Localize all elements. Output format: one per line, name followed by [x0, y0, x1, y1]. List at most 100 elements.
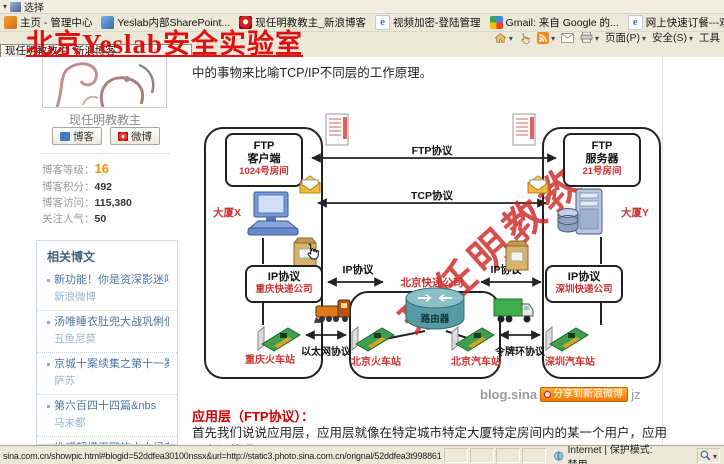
- dropdown-caret-icon: [595, 32, 599, 44]
- sina-blog-icon: [239, 15, 253, 29]
- favorite-item[interactable]: Gmail: 来自 Google 的...: [489, 15, 619, 30]
- share-to-weibo-button[interactable]: 分享到新浪微博: [540, 387, 629, 402]
- ip-left-line: IP协议: [267, 271, 301, 283]
- google-icon: [489, 15, 503, 29]
- weibo-button[interactable]: 微博: [110, 127, 160, 145]
- intro-text: 中的事物来比喻TCP/IP不同层的工作原理。: [192, 66, 433, 80]
- train-icon: [314, 297, 352, 325]
- snapshot-toolbar: 选择: [0, 0, 724, 14]
- favorite-label: 视频加密-登陆管理: [393, 16, 481, 29]
- dropdown-caret-icon: [551, 32, 555, 44]
- hand-tool-button[interactable]: [519, 32, 531, 44]
- paragraph-line: 首先我们说说应用层，应用层就像在特定城市特定大厦特定房间内的某一个用户，应用层之…: [192, 426, 668, 445]
- read-mail-button[interactable]: [560, 32, 574, 43]
- ftp-server-room: 21号房间: [582, 166, 622, 177]
- ftp-server-line: FTP: [591, 140, 613, 152]
- beijing-express-label: 北京快递公司: [400, 277, 464, 289]
- stat-row: 博客等级：16: [42, 161, 182, 177]
- select-tool-label[interactable]: 选择: [24, 3, 45, 14]
- page-menu-button[interactable]: 页面(P): [605, 30, 646, 45]
- tcp-protocol-label: TCP协议: [411, 190, 453, 202]
- status-cell: [444, 448, 468, 463]
- favorite-label: 主页 - 管理中心: [20, 16, 93, 29]
- dropdown-caret-icon[interactable]: [3, 1, 7, 12]
- favorite-label: Yeslab内部SharePoint...: [117, 16, 231, 29]
- status-zone: Internet | 保护模式: 禁用: [548, 441, 660, 464]
- truck-icon: [492, 295, 534, 325]
- related-post-title[interactable]: 汤唯睡衣肚兜大战巩俐低胸爆乳: [47, 316, 169, 329]
- profile-name: 现任明教教主: [68, 113, 141, 127]
- tools-menu-label: 工具: [699, 32, 720, 44]
- dropdown-caret-icon: [642, 32, 646, 44]
- stat-row: 关注人气：50: [42, 211, 182, 226]
- ip-left-box: IP协议 重庆快递公司: [245, 265, 323, 303]
- printer-icon: [580, 32, 593, 43]
- related-post[interactable]: 京城十案续集之第十一案 &a萨苏: [37, 353, 177, 395]
- hand-cursor-icon: [304, 243, 321, 261]
- nic-icon: [256, 320, 302, 352]
- favorite-item[interactable]: 现任明教教主_新浪博客: [239, 15, 366, 30]
- related-post-author: 马未都: [54, 417, 86, 429]
- nic-icon: [544, 320, 590, 352]
- profile-image[interactable]: [42, 57, 167, 108]
- envelope-icon: [298, 175, 322, 195]
- watermark-tail: jz: [631, 387, 641, 402]
- related-post[interactable]: 新功能！你是资深影迷吗？ 新浪微博: [37, 269, 177, 311]
- ie-icon: [627, 14, 643, 30]
- globe-icon: [554, 450, 564, 461]
- stat-label: 博客积分：: [42, 181, 95, 193]
- nic-icon: [450, 320, 496, 352]
- home-button[interactable]: [494, 32, 513, 44]
- ftp-protocol-label: FTP协议: [411, 145, 453, 157]
- favorite-item[interactable]: Yeslab内部SharePoint...: [101, 15, 230, 30]
- related-post-title[interactable]: 新功能！你是资深影迷吗？: [47, 274, 169, 287]
- favorites-bar: 主页 - 管理中心 Yeslab内部SharePoint... 现任明教教主_新…: [0, 13, 724, 32]
- related-post-author: 新浪微博: [54, 291, 96, 303]
- weibo-button-label: 微博: [131, 130, 152, 143]
- stat-row: 博客积分：492: [42, 179, 182, 194]
- favorite-item[interactable]: 网上快速订餐---欢迎您...: [627, 14, 724, 30]
- favorite-label: 网上快速订餐---欢迎您...: [645, 16, 724, 29]
- hand-icon: [519, 32, 531, 44]
- ip-right-box: IP协议 深圳快递公司: [545, 265, 623, 303]
- section-heading: 应用层（FTP协议）：: [192, 409, 315, 424]
- tools-menu-button[interactable]: 工具: [699, 30, 720, 45]
- router-label: 路由器: [420, 314, 450, 325]
- favorite-item[interactable]: 主页 - 管理中心: [4, 15, 92, 30]
- blog-button-label: 博客: [73, 130, 94, 143]
- safety-menu-button[interactable]: 安全(S): [652, 30, 693, 45]
- related-post[interactable]: 汤唯睡衣肚兜大战巩俐低胸爆乳丑鱼尼莫: [37, 311, 177, 353]
- dropdown-caret-icon: [713, 451, 717, 461]
- router-icon: 路由器: [404, 285, 466, 333]
- page-menu-label: 页面(P): [604, 32, 640, 44]
- blog-button[interactable]: 博客: [52, 127, 102, 145]
- related-post-title[interactable]: 第六百四十四篇&nbs: [47, 400, 169, 413]
- document-icon: [325, 113, 351, 147]
- related-post-title[interactable]: 性感超模王璐的十大经典造型（: [47, 442, 169, 444]
- page-content: 现任明教教主 博客 微博 博客等级：16 博客积分：492 博客访问：115,3…: [0, 57, 724, 445]
- divider: [40, 153, 170, 154]
- package-icon: [504, 240, 530, 272]
- related-post[interactable]: 性感超模王璐的十大经典造型（马香记: [37, 437, 177, 444]
- related-post[interactable]: 第六百四十四篇&nbs 马未都: [37, 395, 177, 437]
- ftp-diagram: 现任明教教主 FTP 客户端 1024号房间 FTP 服务器 21号房间 FTP…: [192, 85, 662, 397]
- status-cell: [470, 448, 494, 463]
- browser-chrome: 选择 主页 - 管理中心 Yeslab内部SharePoint... 现任明教教…: [0, 0, 724, 58]
- browser-tab[interactable]: 现任明教教主_新浪博客: [0, 44, 192, 57]
- favorite-item[interactable]: 视频加密-登陆管理: [375, 14, 481, 30]
- ftp-client-line: 客户端: [247, 153, 281, 165]
- command-bar-row: 页面(P) 安全(S) 工具: [0, 31, 724, 44]
- status-bar: sina.com.cn/showpic.html#blogid=52ddfea3…: [0, 445, 724, 464]
- related-post-title[interactable]: 京城十案续集之第十一案 &a: [47, 358, 169, 371]
- safety-menu-label: 安全(S): [651, 32, 687, 44]
- home-admin-icon: [4, 15, 17, 29]
- share-badge-label: 分享到新浪微博: [553, 389, 624, 400]
- share-row: blog.sina 分享到新浪微博 jz: [480, 387, 640, 402]
- print-button[interactable]: [580, 32, 599, 44]
- ip-protocol-left-label: IP协议: [342, 264, 374, 276]
- sharepoint-icon: [101, 15, 115, 29]
- ftp-client-room: 1024号房间: [239, 166, 289, 177]
- zoom-control[interactable]: [697, 448, 720, 463]
- dropdown-caret-icon: [689, 32, 693, 44]
- feeds-button[interactable]: [536, 31, 555, 44]
